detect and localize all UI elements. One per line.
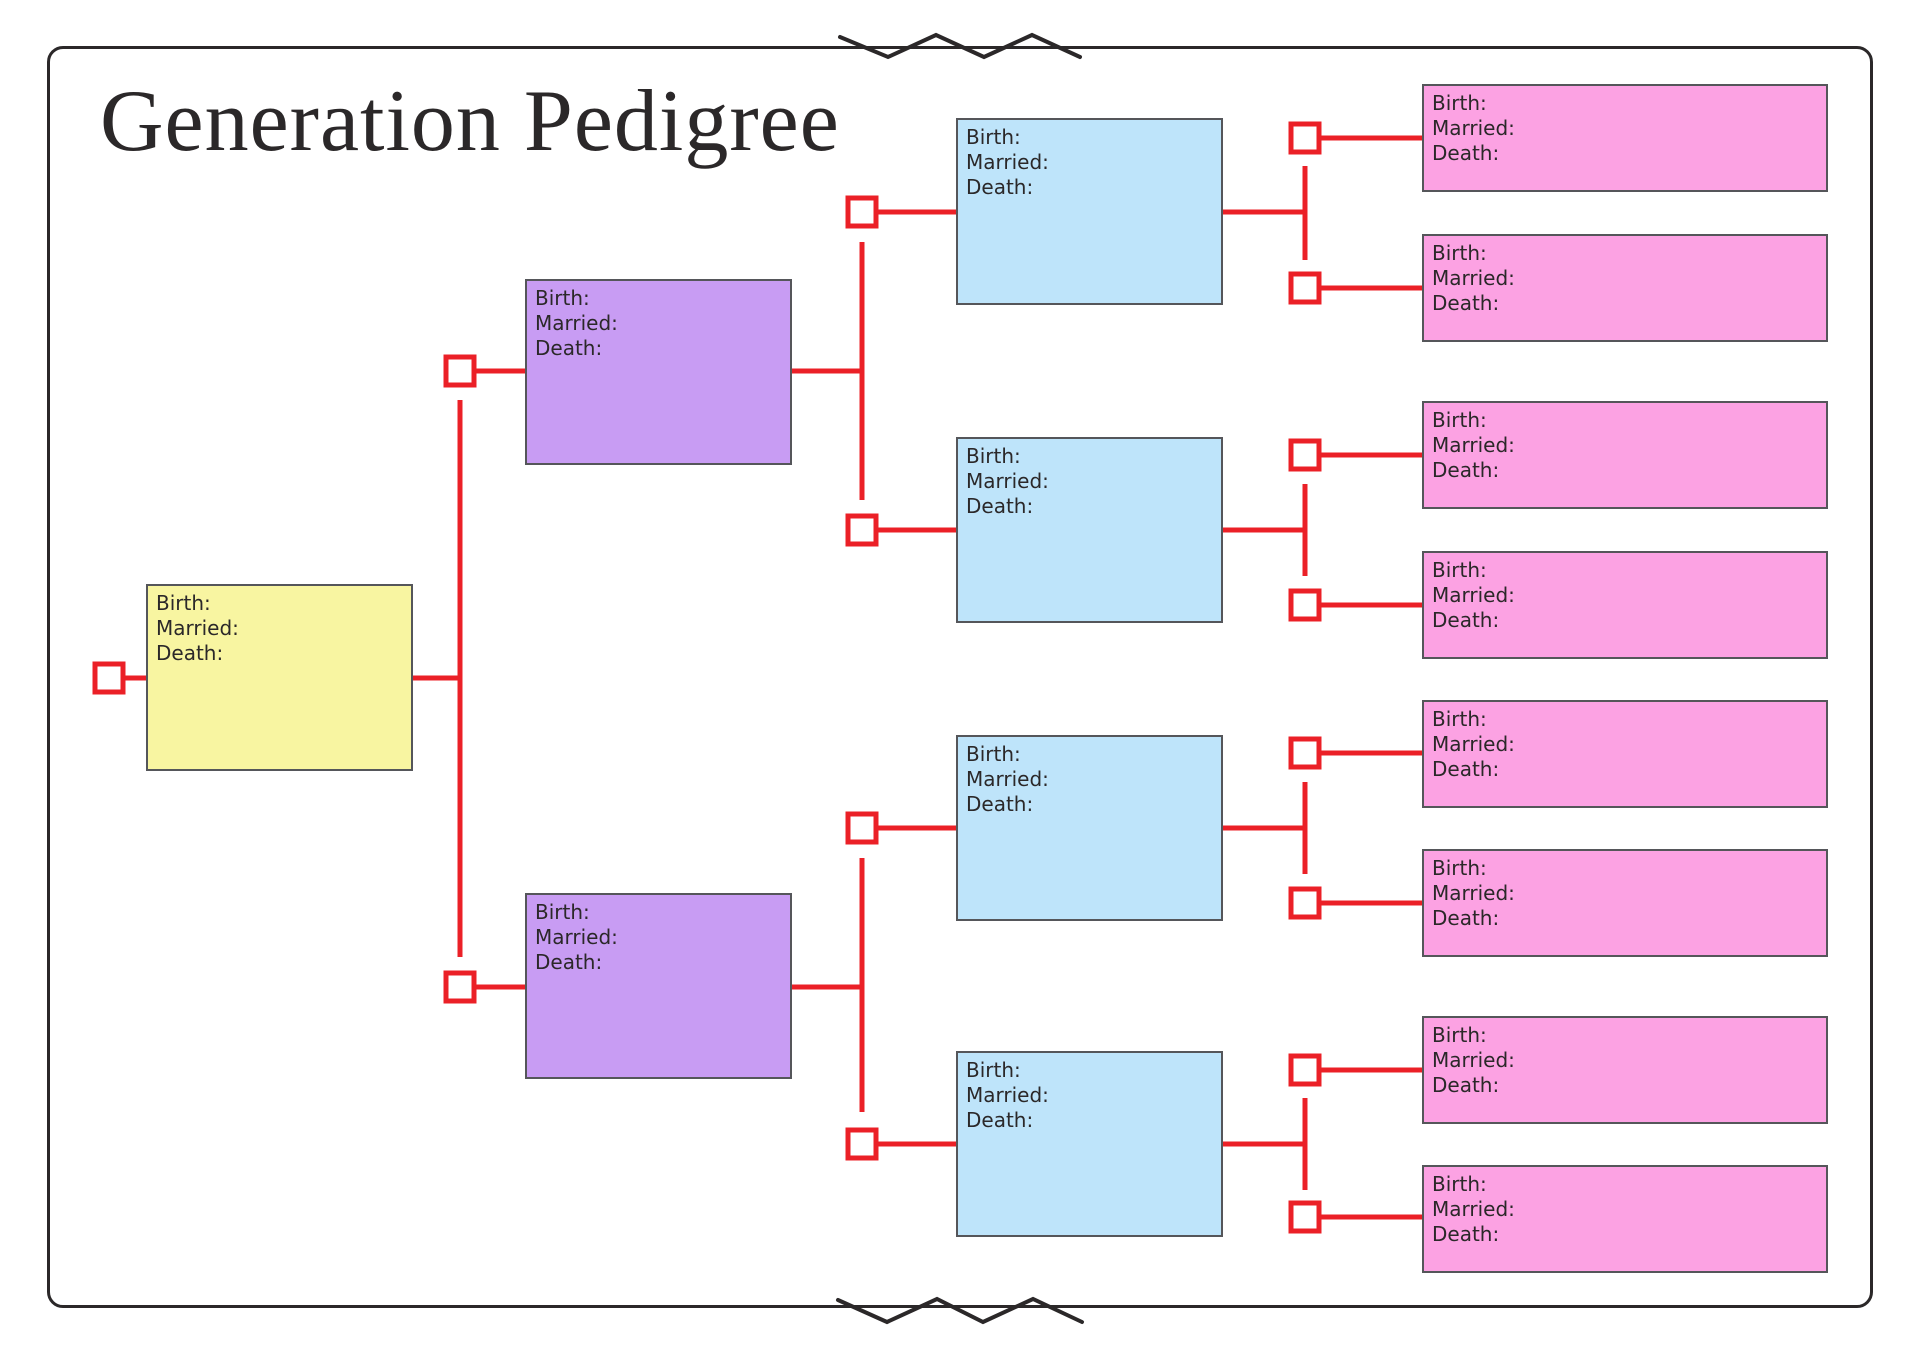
box-self: Birth: Married: Death: bbox=[146, 584, 413, 771]
field-label-married: Married: bbox=[1432, 1197, 1515, 1221]
field-label-married: Married: bbox=[966, 469, 1049, 493]
field-label-married: Married: bbox=[1432, 266, 1515, 290]
junction-square bbox=[1288, 1053, 1322, 1087]
junction-square bbox=[1288, 121, 1322, 155]
page-tear-zigzag-top bbox=[838, 32, 1082, 60]
field-label-married: Married: bbox=[1432, 583, 1515, 607]
junction-square bbox=[1288, 1200, 1322, 1234]
junction-square bbox=[1288, 588, 1322, 622]
box-great-grandparent-3: Birth: Married: Death: bbox=[1422, 401, 1828, 509]
field-label-birth: Birth: bbox=[966, 1058, 1021, 1082]
field-label-death: Death: bbox=[1432, 458, 1500, 482]
box-great-grandparent-1: Birth: Married: Death: bbox=[1422, 84, 1828, 192]
field-label-death: Death: bbox=[535, 950, 603, 974]
junction-square bbox=[1288, 886, 1322, 920]
field-label-birth: Birth: bbox=[1432, 856, 1487, 880]
field-label-death: Death: bbox=[1432, 141, 1500, 165]
junction-square bbox=[443, 970, 477, 1004]
box-grandparent-3: Birth: Married: Death: bbox=[956, 735, 1223, 921]
box-grandparent-2: Birth: Married: Death: bbox=[956, 437, 1223, 623]
field-label-birth: Birth: bbox=[966, 742, 1021, 766]
box-great-grandparent-7: Birth: Married: Death: bbox=[1422, 1016, 1828, 1124]
field-label-birth: Birth: bbox=[1432, 241, 1487, 265]
field-label-birth: Birth: bbox=[966, 444, 1021, 468]
field-label-birth: Birth: bbox=[1432, 408, 1487, 432]
field-label-death: Death: bbox=[1432, 906, 1500, 930]
field-label-death: Death: bbox=[1432, 757, 1500, 781]
field-label-married: Married: bbox=[1432, 732, 1515, 756]
junction-square bbox=[845, 195, 879, 229]
junction-square bbox=[845, 1127, 879, 1161]
field-label-birth: Birth: bbox=[1432, 1023, 1487, 1047]
field-label-married: Married: bbox=[966, 767, 1049, 791]
junction-square bbox=[92, 661, 126, 695]
junction-square bbox=[443, 354, 477, 388]
box-grandparent-1: Birth: Married: Death: bbox=[956, 118, 1223, 305]
field-label-birth: Birth: bbox=[1432, 558, 1487, 582]
box-great-grandparent-4: Birth: Married: Death: bbox=[1422, 551, 1828, 659]
field-label-birth: Birth: bbox=[156, 591, 211, 615]
box-mother: Birth: Married: Death: bbox=[525, 893, 792, 1079]
junction-square bbox=[845, 811, 879, 845]
field-label-birth: Birth: bbox=[535, 900, 590, 924]
junction-square bbox=[1288, 271, 1322, 305]
field-label-married: Married: bbox=[966, 1083, 1049, 1107]
box-great-grandparent-2: Birth: Married: Death: bbox=[1422, 234, 1828, 342]
field-label-death: Death: bbox=[1432, 1222, 1500, 1246]
field-label-birth: Birth: bbox=[1432, 707, 1487, 731]
field-label-death: Death: bbox=[1432, 291, 1500, 315]
field-label-married: Married: bbox=[156, 616, 239, 640]
field-label-death: Death: bbox=[535, 336, 603, 360]
field-label-death: Death: bbox=[1432, 608, 1500, 632]
junction-square bbox=[1288, 438, 1322, 472]
field-label-married: Married: bbox=[535, 311, 618, 335]
field-label-birth: Birth: bbox=[966, 125, 1021, 149]
field-label-married: Married: bbox=[1432, 433, 1515, 457]
field-label-death: Death: bbox=[966, 175, 1034, 199]
field-label-married: Married: bbox=[1432, 1048, 1515, 1072]
field-label-married: Married: bbox=[966, 150, 1049, 174]
field-label-death: Death: bbox=[1432, 1073, 1500, 1097]
field-label-birth: Birth: bbox=[1432, 91, 1487, 115]
box-great-grandparent-6: Birth: Married: Death: bbox=[1422, 849, 1828, 957]
page-tear-zigzag-bottom bbox=[836, 1296, 1084, 1325]
field-label-married: Married: bbox=[535, 925, 618, 949]
box-great-grandparent-5: Birth: Married: Death: bbox=[1422, 700, 1828, 808]
field-label-married: Married: bbox=[1432, 881, 1515, 905]
junction-square bbox=[845, 513, 879, 547]
page-title: Generation Pedigree bbox=[100, 73, 840, 170]
field-label-death: Death: bbox=[156, 641, 224, 665]
field-label-death: Death: bbox=[966, 1108, 1034, 1132]
box-grandparent-4: Birth: Married: Death: bbox=[956, 1051, 1223, 1237]
field-label-death: Death: bbox=[966, 792, 1034, 816]
box-great-grandparent-8: Birth: Married: Death: bbox=[1422, 1165, 1828, 1273]
field-label-birth: Birth: bbox=[535, 286, 590, 310]
field-label-birth: Birth: bbox=[1432, 1172, 1487, 1196]
box-father: Birth: Married: Death: bbox=[525, 279, 792, 465]
junction-square bbox=[1288, 736, 1322, 770]
field-label-death: Death: bbox=[966, 494, 1034, 518]
field-label-married: Married: bbox=[1432, 116, 1515, 140]
